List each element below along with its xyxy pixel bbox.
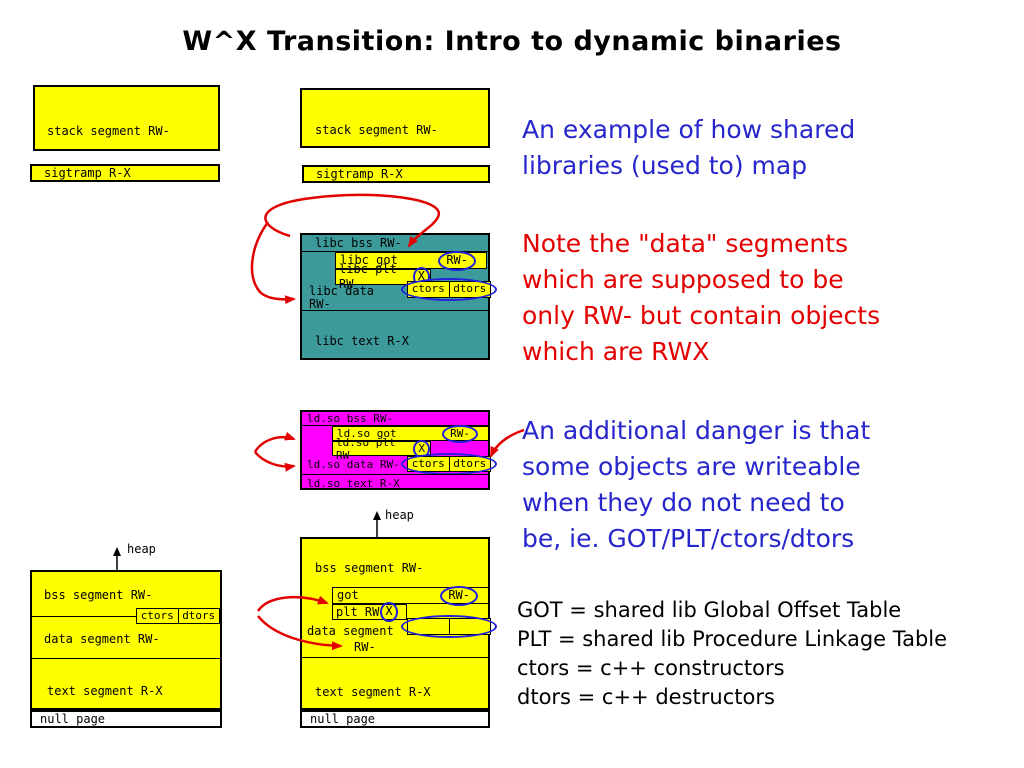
ldso-divider-bottom	[302, 474, 488, 475]
ldso-plt-box: ld.so plt RW X	[332, 436, 431, 462]
dyn-got-box: got RW-	[332, 585, 489, 606]
p2-stack-label: stack segment RW-	[315, 123, 438, 137]
ldso-dtors-label: dtors	[448, 457, 491, 471]
libc-data-label: libc data RW-	[309, 284, 375, 311]
ldso-divider-top	[302, 425, 488, 426]
dyn-bss-label: bss segment RW-	[315, 561, 424, 575]
dyn-got-perm-highlight: RW-	[440, 585, 478, 606]
dyn-got-label: got	[337, 588, 359, 602]
libc-ctors-label: ctors	[411, 282, 445, 295]
annotation-example: An example of how shared libraries (used…	[522, 115, 856, 180]
ldso-bss-label: ld.so bss RW-	[307, 412, 394, 425]
red-ldso-lower-arrow-icon	[254, 451, 296, 472]
ldso-ctors-label: ctors	[411, 457, 445, 470]
static-text-label: text segment R-X	[47, 684, 163, 698]
dyn-divider-data	[302, 657, 488, 658]
static-divider-data	[32, 658, 220, 659]
static-dtors-label: dtors	[177, 609, 220, 623]
page-title: W^X Transition: Intro to dynamic binarie…	[182, 26, 842, 57]
ldso-got-perm-highlight: RW-	[442, 424, 478, 443]
libc-divider-bottom	[302, 310, 488, 311]
dyn-null-page: null page	[300, 710, 490, 728]
p1-stack-segment: stack segment RW-	[33, 85, 220, 151]
dyn-heap-label: heap	[385, 508, 414, 522]
libc-text-label: libc text R-X	[315, 334, 409, 348]
static-ctors-label: ctors	[140, 609, 174, 622]
p1-sigtramp-label: sigtramp R-X	[44, 166, 131, 180]
libc-got-perm-highlight: RW-	[438, 250, 476, 271]
red-libc-data-arrow-icon	[250, 221, 296, 305]
libc-divider-top	[302, 251, 488, 252]
static-bss-label: bss segment RW-	[44, 588, 153, 602]
static-data-label: data segment RW-	[44, 632, 160, 646]
ldso-got-label: ld.so got	[337, 427, 397, 440]
dyn-text-label: text segment R-X	[315, 685, 431, 699]
dyn-null-label: null page	[310, 712, 376, 726]
libc-plt-label: libc plt RW	[339, 262, 397, 291]
static-null-page: null page	[30, 710, 222, 728]
ldso-region: ld.so bss RW- ld.so got RW- ld.so plt RW…	[300, 410, 497, 490]
dyn-ctors-dtors-box	[401, 615, 497, 638]
dyn-data-perm-label: RW-	[354, 640, 376, 654]
p1-stack-label: stack segment RW-	[47, 124, 170, 138]
static-null-label: null page	[40, 712, 106, 726]
dyn-data-label: data segment	[307, 624, 394, 638]
dyn-plt-label: plt RW	[336, 604, 380, 619]
libc-bss-label: libc bss RW-	[315, 236, 402, 250]
ldso-plt-x-highlight: X	[413, 439, 430, 458]
p2-sigtramp-segment: sigtramp R-X	[302, 165, 490, 183]
ldso-text-label: ld.so text R-X	[307, 477, 400, 490]
libc-got-box: libc got RW-	[335, 250, 487, 271]
libc-got-label: libc got	[340, 253, 398, 267]
annotation-additional-danger: An additional danger is that some object…	[522, 416, 871, 553]
ldso-got-box: ld.so got RW-	[332, 424, 489, 443]
dyn-ctors-label	[408, 619, 449, 634]
annotation-legend: GOT = shared lib Global Offset Table PLT…	[517, 598, 948, 709]
p1-sigtramp-segment: sigtramp R-X	[30, 164, 220, 182]
libc-dtors-label: dtors	[448, 282, 491, 297]
red-ldso-upper-arrow-icon	[253, 431, 296, 453]
p2-stack-segment: stack segment RW-	[300, 88, 490, 148]
dyn-plt-x-highlight: X	[380, 602, 398, 622]
p2-sigtramp-label: sigtramp R-X	[316, 167, 403, 181]
static-divider-bss	[32, 616, 140, 617]
ldso-plt-label: ld.so plt RW	[336, 435, 396, 462]
static-heap-label: heap	[127, 542, 156, 556]
red-danger-to-ldso-arrow-icon	[489, 428, 525, 458]
annotation-note-data-segments: Note the "data" segments which are suppo…	[522, 229, 881, 366]
dyn-dtors-label	[448, 619, 491, 634]
ldso-data-label: ld.so data RW-	[307, 458, 400, 471]
